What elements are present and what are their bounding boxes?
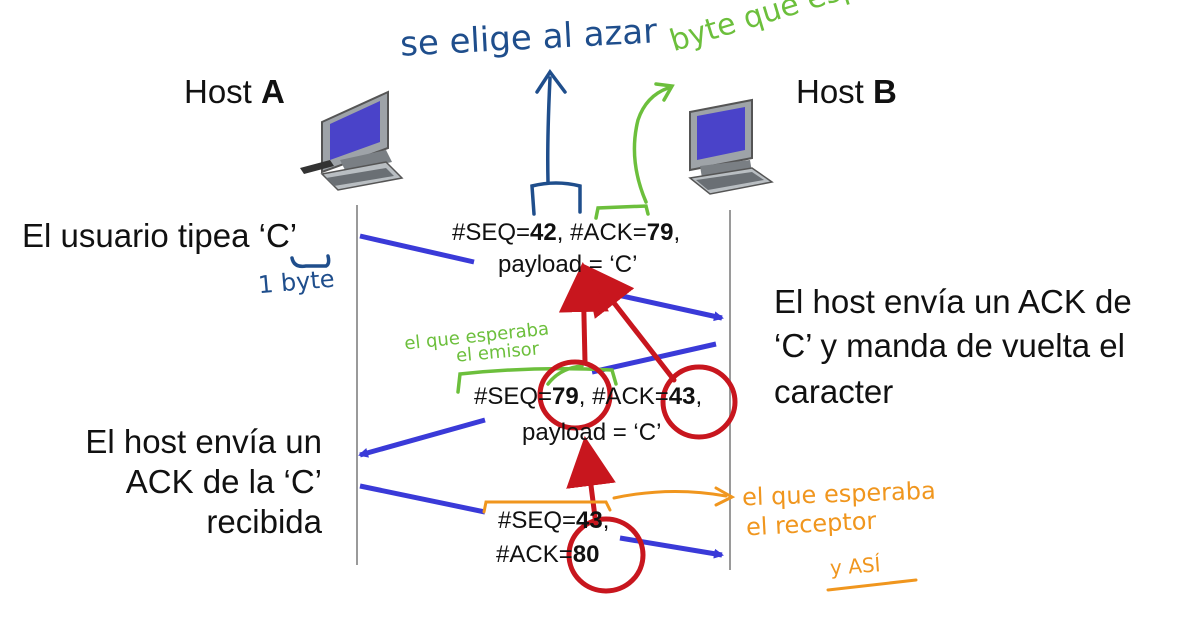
green-pen-annotation <box>456 82 675 394</box>
host-a-name: A <box>261 73 285 110</box>
host-b-prefix: Host <box>796 73 874 110</box>
red-pen-annotation <box>537 262 738 594</box>
seq-value: 43 <box>576 507 603 534</box>
user-types-text: El usuario tipea ‘C’ <box>22 217 298 254</box>
ack-label: , #ACK= <box>578 383 669 410</box>
computer-icon-host-b <box>688 98 774 195</box>
host-b-response-line2: ‘C’ y manda de vuelta el <box>774 327 1125 364</box>
seq-value: 79 <box>552 383 579 410</box>
ack-value: 43 <box>668 383 696 410</box>
ack-value: 79 <box>646 219 674 246</box>
note-and-so: y ASÍ <box>829 552 882 580</box>
host-b-response-line1: El host envía un ACK de <box>774 283 1132 320</box>
seq-label: #SEQ= <box>452 219 531 246</box>
host-ack-text-line1: El host envía un <box>85 423 322 460</box>
host-a-label: Host A <box>184 72 285 112</box>
message-3-seq: #SEQ=43, <box>498 506 609 536</box>
computer-icon-host-a <box>300 90 404 191</box>
arrow-message-3 <box>359 483 724 559</box>
seq-value: 42 <box>530 219 557 246</box>
separator: , <box>695 383 703 410</box>
message-3-ack: #ACK=80 <box>496 540 599 570</box>
host-ack-text-line2: ACK de la ‘C’ <box>125 463 322 500</box>
separator: , <box>673 219 681 246</box>
host-a-prefix: Host <box>184 73 262 110</box>
host-b-label: Host B <box>796 72 897 112</box>
ack-label: , #ACK= <box>556 219 647 246</box>
host-ack-text-line3: recibida <box>206 503 322 540</box>
host-b-response-line3: caracter <box>774 373 894 410</box>
message-2-header: #SEQ=79, #ACK=43, <box>474 382 702 412</box>
separator: , <box>602 507 610 534</box>
host-b-name: B <box>873 73 897 110</box>
blue-pen-annotation <box>290 68 582 269</box>
ack-label: #ACK= <box>496 541 573 568</box>
orange-pen-annotation <box>482 486 918 592</box>
seq-label: #SEQ= <box>474 383 553 410</box>
ack-value: 80 <box>572 541 600 568</box>
seq-label: #SEQ= <box>498 507 577 534</box>
message-1-header: #SEQ=42, #ACK=79, <box>452 218 680 248</box>
message-2-payload: payload = ‘C’ <box>522 419 662 446</box>
message-1-payload: payload = ‘C’ <box>498 251 638 278</box>
